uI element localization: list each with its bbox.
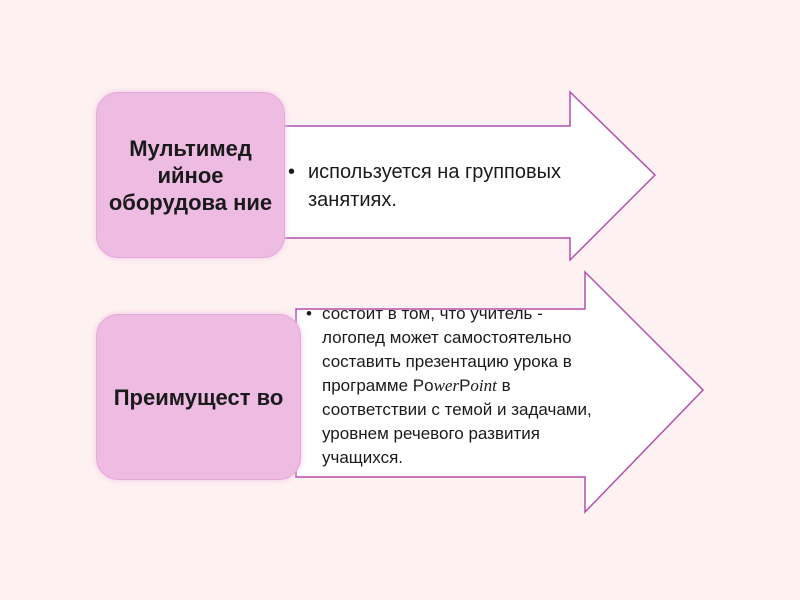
bullet-point: • [288,161,296,183]
multimedia-description: • используется на групповых занятиях. [288,158,578,214]
advantage-description: • состоит в том, что учитель - логопед м… [306,302,606,470]
multimedia-label-box: Мультимед ийное оборудова ние [96,92,285,258]
advantage-text-part2: в соответствии с темой и задачами, уровн… [322,376,592,467]
advantage-text-oint: oint [470,376,497,395]
multimedia-label: Мультимед ийное оборудова ние [108,135,273,215]
advantage-text-part1: состоит в том, что учитель - логопед мож… [322,304,572,395]
arrow-2 [295,270,705,514]
advantage-text-P: P [459,376,471,395]
arrow-1 [279,90,657,262]
advantage-label: Преимущест во [113,384,284,410]
advantage-text-wer: wer [433,376,460,395]
multimedia-text: используется на групповых занятиях. [308,161,561,211]
advantage-label-box: Преимущест во [96,314,301,480]
bullet-point: • [306,304,312,323]
